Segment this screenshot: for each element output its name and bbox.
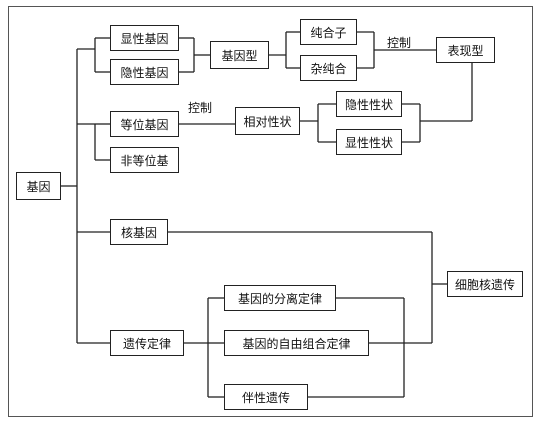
node-nuclear-gene: 核基因 — [110, 219, 168, 245]
node-genetic-law: 遗传定律 — [110, 330, 184, 356]
node-non-allele: 非等位基 — [110, 147, 179, 173]
diagram-frame — [8, 6, 533, 417]
node-nuclear-inheritance: 细胞核遗传 — [447, 271, 523, 297]
node-recessive-trait: 隐性性状 — [336, 91, 402, 117]
node-allele: 等位基因 — [110, 111, 179, 137]
node-sex-linked: 伴性遗传 — [224, 384, 308, 410]
node-assortment-law: 基因的自由组合定律 — [224, 330, 369, 356]
edge-label-control-trait: 控制 — [188, 101, 213, 115]
edge-label-control-phenotype: 控制 — [387, 36, 412, 50]
node-recessive-gene: 隐性基因 — [110, 59, 179, 85]
node-dominant-gene: 显性基因 — [110, 25, 179, 51]
node-phenotype: 表现型 — [436, 37, 495, 63]
node-heterozygote: 杂纯合 — [300, 55, 357, 81]
node-dominant-trait: 显性性状 — [336, 129, 402, 155]
node-root: 基因 — [16, 172, 61, 200]
node-segregation-law: 基因的分离定律 — [224, 285, 336, 311]
node-relative-trait: 相对性状 — [235, 107, 300, 135]
node-homozygote: 纯合子 — [300, 19, 357, 45]
node-genotype: 基因型 — [210, 41, 269, 69]
